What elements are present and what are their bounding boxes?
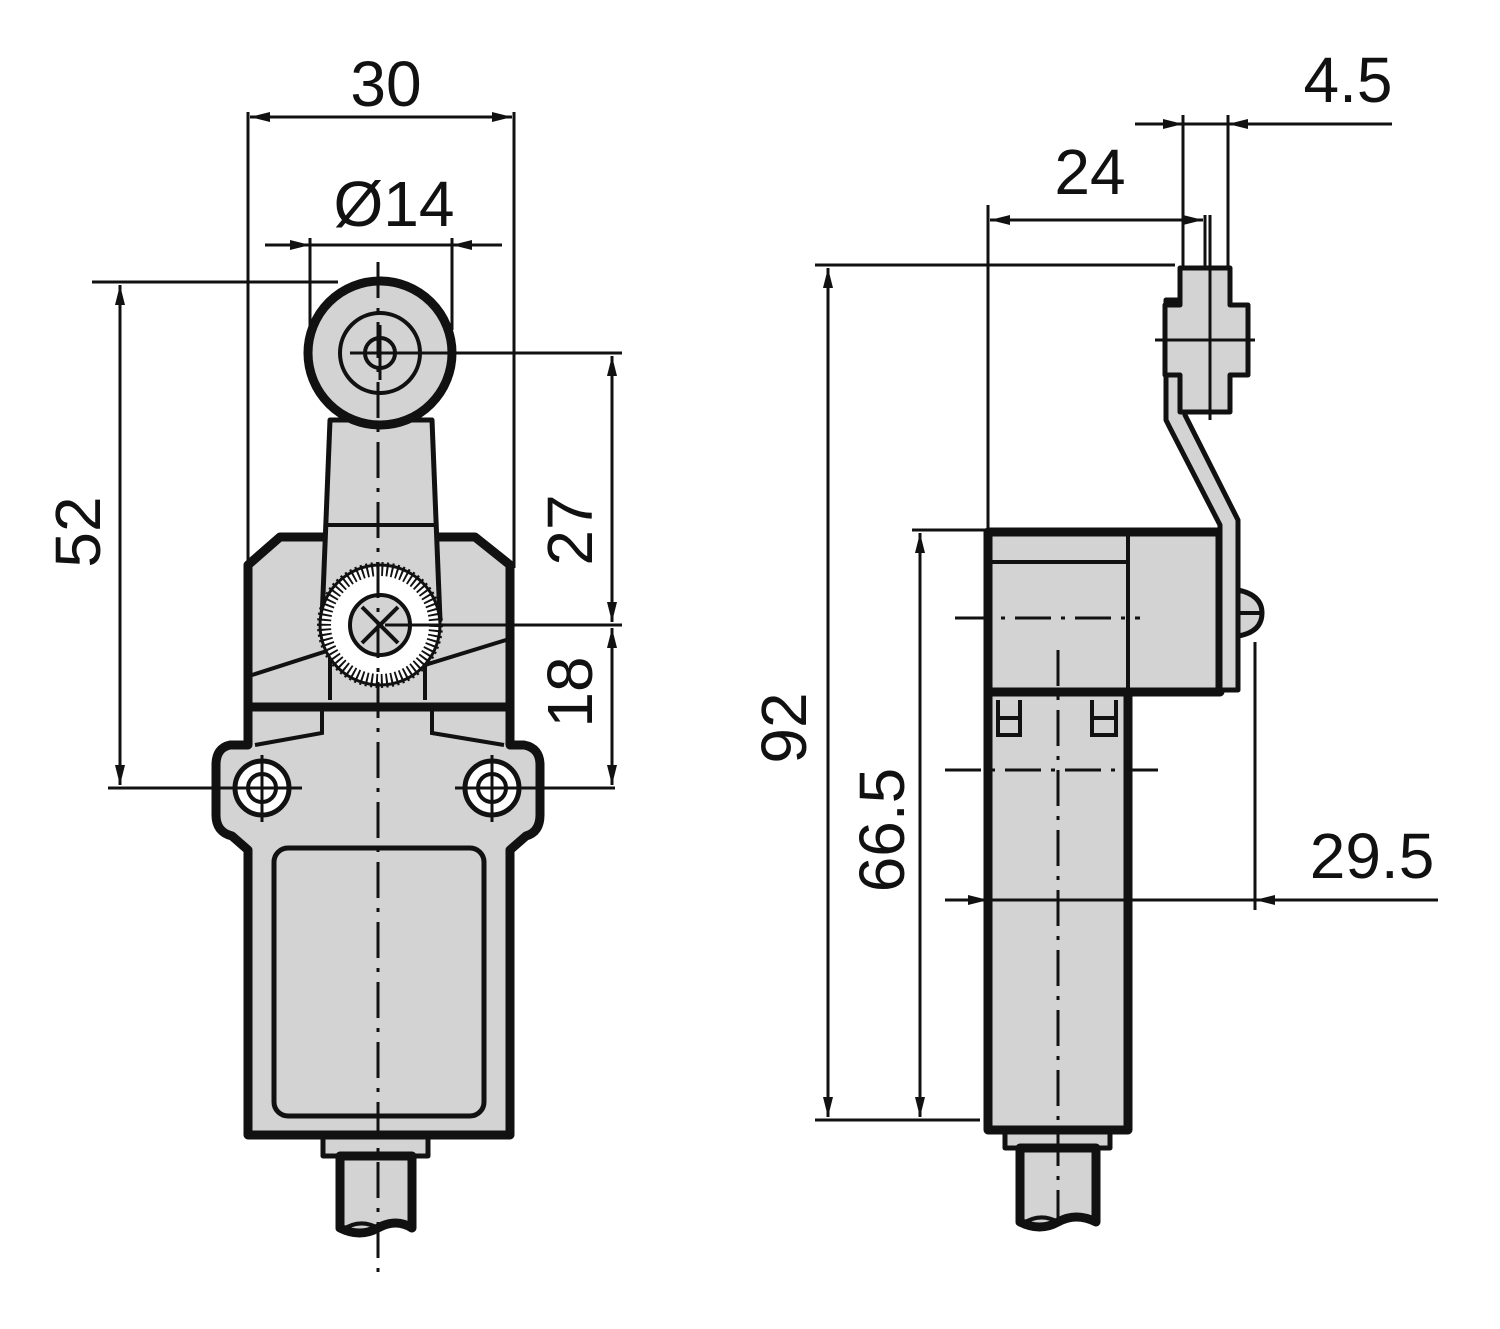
dim-label-30: 30	[350, 48, 421, 120]
dim-label-18: 18	[534, 656, 606, 727]
dim-label-52: 52	[42, 496, 114, 567]
dim-label-24: 24	[1054, 136, 1125, 208]
front-dimension-18: 18	[534, 628, 617, 785]
front-cable	[320, 1131, 431, 1238]
side-dimension-66-5: 66.5	[846, 528, 1045, 1117]
front-view	[211, 262, 622, 1280]
dim-label-92: 92	[748, 692, 820, 763]
front-dimension-52: 52	[42, 280, 338, 790]
side-dimension-4-5: 4.5	[1135, 44, 1392, 268]
front-dimension-27: 27	[534, 356, 617, 622]
dim-label-diameter-14: Ø14	[334, 168, 455, 240]
dim-label-27: 27	[534, 494, 606, 565]
dim-label-4-5: 4.5	[1304, 44, 1393, 116]
dim-label-29-5: 29.5	[1310, 820, 1435, 892]
front-dimension-30: 30	[246, 48, 516, 568]
side-dimension-29-5: 29.5	[945, 642, 1438, 910]
dim-label-66-5: 66.5	[846, 768, 918, 893]
side-dimension-24: 24	[986, 136, 1207, 535]
side-switch-head	[983, 527, 1225, 697]
side-view	[945, 215, 1265, 1232]
front-dimension-diameter-14: Ø14	[265, 168, 502, 330]
side-dimension-92: 92	[748, 263, 1175, 1122]
